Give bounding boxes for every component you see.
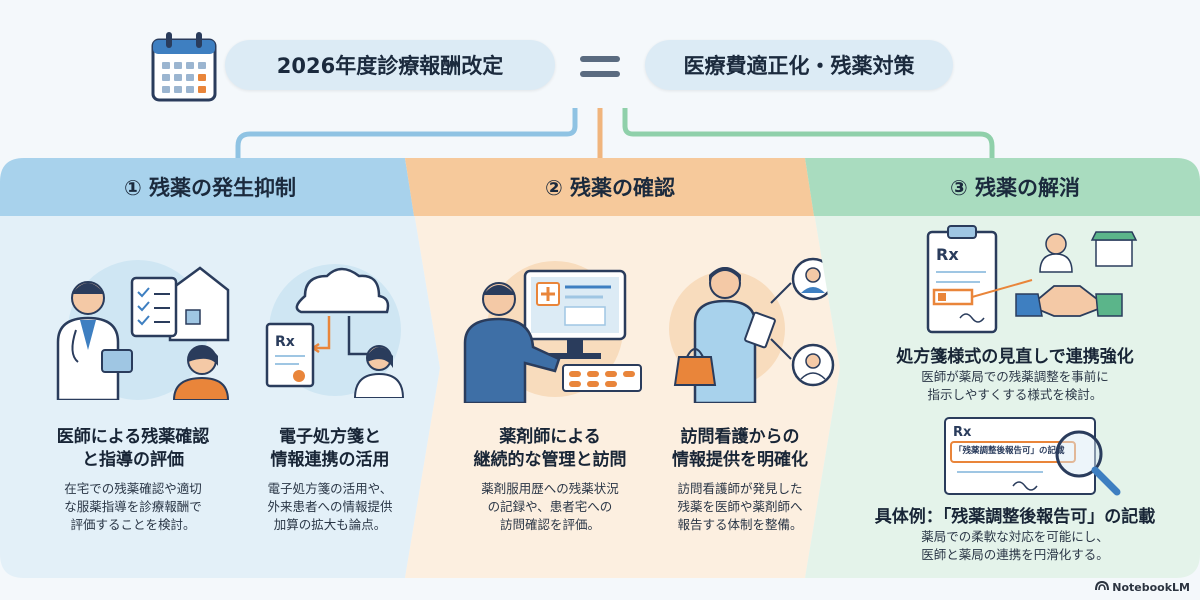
notebooklm-logo-icon (1095, 580, 1110, 594)
panel-title: ① 残薬の発生抑制 (123, 176, 297, 200)
card-description: 薬局での柔軟な対応を可能にし、 医師と薬局の連携を円滑化する。 (921, 529, 1109, 562)
panel-title: ② 残薬の確認 (544, 176, 676, 200)
doctor-patient-illustration (50, 250, 230, 404)
svg-text:Rx: Rx (953, 425, 972, 440)
card-title: 処方箋様式の見直しで連携強化 (896, 347, 1134, 367)
panel-title: ③ 残薬の解消 (949, 176, 1081, 200)
panel-confirmation: ② 残薬の確認 (405, 158, 845, 578)
visiting-nurse-illustration (667, 253, 837, 407)
policy-pill: 医療費適正化・残薬対策 (645, 40, 953, 90)
pharmacist-computer-illustration (463, 253, 643, 407)
item-description: 薬剤服用歴への残薬状況 の記録や、患者宅への 訪問確認を評価。 (481, 481, 619, 532)
item-title: 電子処方箋と 情報連携の活用 (270, 427, 390, 470)
item-description: 電子処方箋の活用や、 外来患者への情報提供 加算の拡大も論点。 (267, 481, 393, 532)
svg-text:Rx: Rx (275, 334, 295, 350)
brand-label: NotebookLM (1112, 580, 1190, 594)
prescription-handshake-illustration: Rx (920, 224, 1140, 340)
card-description: 医師が薬局での残薬調整を事前に 指示しやすくする様式を検討。 (921, 369, 1109, 402)
revision-pill: 2026年度診療報酬改定 (225, 40, 555, 90)
panel-resolution: ③ 残薬の解消 Rx 処方箋様式の見直しで連携強化 医師が薬局での残薬調整を事前… (805, 158, 1200, 578)
brand-mark: NotebookLM (1095, 581, 1190, 595)
card-title: 具体例：「残薬調整後報告可」の記載 (874, 507, 1156, 527)
calendar-icon (150, 30, 218, 108)
e-prescription-cloud-illustration: Rx (255, 258, 415, 402)
magnifier-prescription-illustration: Rx (943, 414, 1123, 504)
item-title: 薬剤師による 継続的な管理と訪問 (473, 427, 627, 470)
svg-text:Rx: Rx (936, 245, 959, 264)
item-description: 在宅での残薬確認や適切 な服薬指導を診療報酬で 評価することを検討。 (64, 481, 202, 532)
item-description: 訪問看護師が発見した 残薬を医師や薬剤師へ 報告する体制を整備。 (677, 481, 803, 532)
panel-suppression: ① 残薬の発生抑制 (0, 158, 445, 578)
stamp-label: 「残薬調整後報告可」の記載 (954, 446, 1065, 456)
item-title: 訪問看護からの 情報提供を明確化 (672, 427, 808, 470)
item-title: 医師による残薬確認 と指導の評価 (56, 427, 210, 470)
equals-sign (580, 56, 620, 82)
